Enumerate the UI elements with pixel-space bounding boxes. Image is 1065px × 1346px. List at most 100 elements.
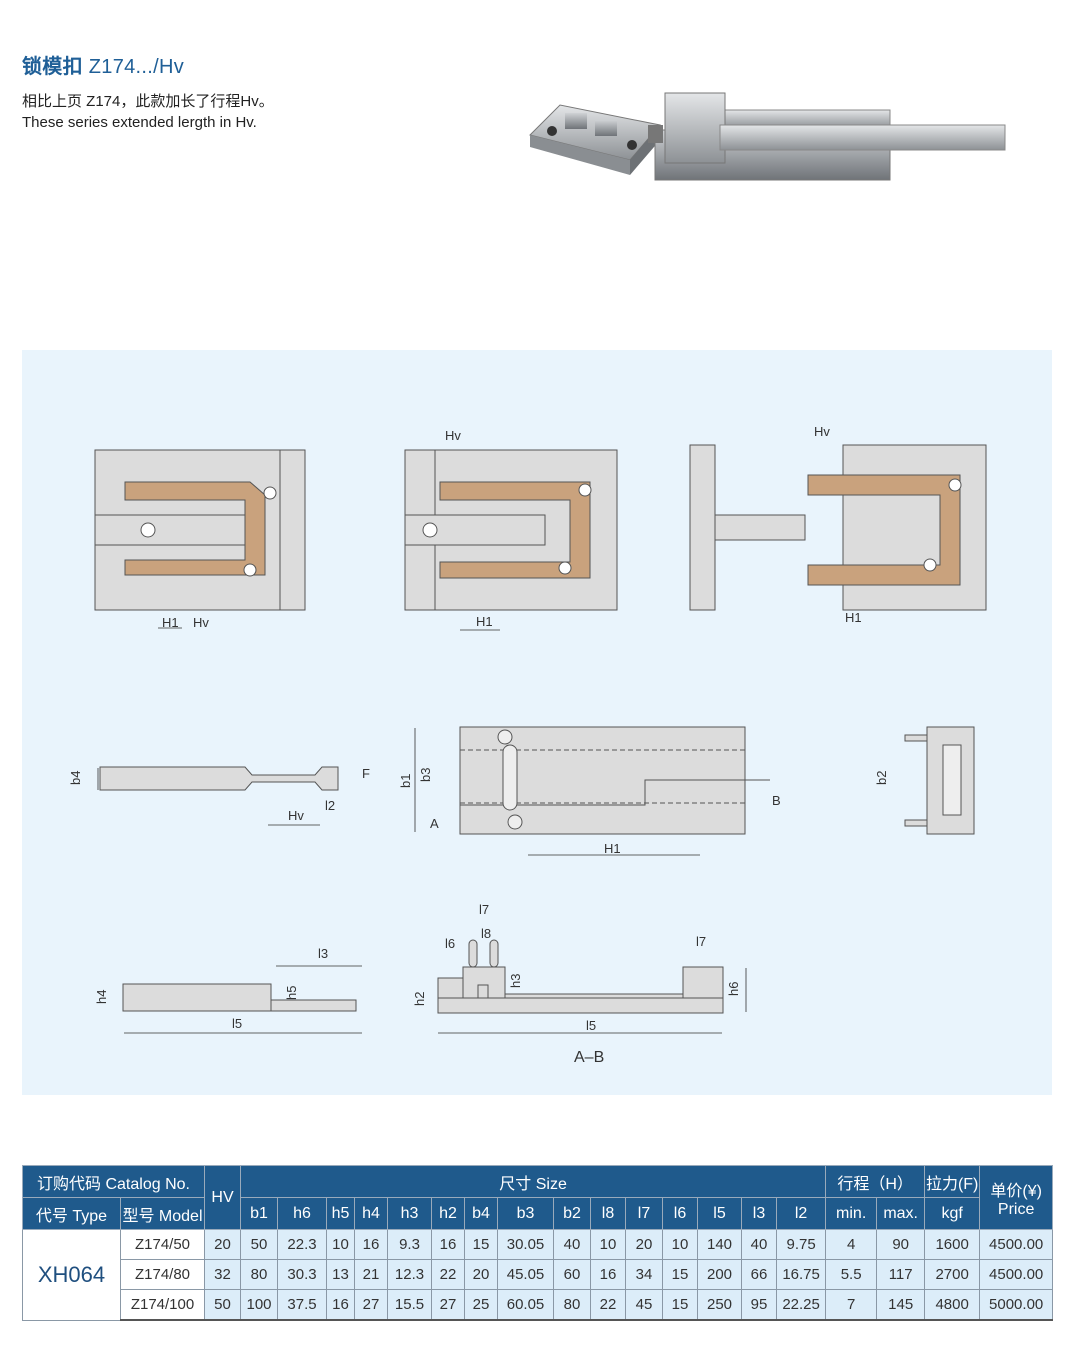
size-cell: 80	[553, 1289, 592, 1321]
label-l7-2: l7	[696, 934, 706, 949]
size-cell: 15.5	[387, 1289, 433, 1321]
label-l8: l8	[481, 926, 491, 941]
label-h1-3: H1	[845, 610, 862, 625]
size-col-header: h2	[431, 1197, 466, 1230]
dimension-lines	[97, 627, 747, 1034]
kgf-cell: 1600	[924, 1229, 981, 1260]
size-cell: 60	[553, 1259, 592, 1290]
min-cell: 7	[825, 1289, 878, 1321]
top-view-closed	[94, 449, 306, 611]
size-cell: 10	[326, 1229, 356, 1260]
force-unit-header: kgf	[924, 1197, 981, 1230]
size-cell: 50	[240, 1229, 279, 1260]
size-cell: 15	[662, 1289, 699, 1321]
max-cell: 117	[876, 1259, 926, 1290]
label-h1-4: H1	[604, 841, 621, 856]
catalog-no-header: 订购代码 Catalog No.	[21, 1165, 206, 1198]
dimension-labels: H1 Hv Hv H1 Hv H1 b4 F Hv l2 b1 b3 A B H…	[68, 424, 889, 1066]
model-cell: Z174/100	[119, 1289, 206, 1321]
size-cell: 27	[431, 1289, 466, 1321]
section-label: A–B	[574, 1049, 604, 1066]
size-col-header: l3	[741, 1197, 778, 1230]
hv-cell: 32	[204, 1259, 242, 1290]
size-cell: 16	[326, 1289, 356, 1321]
max-cell: 145	[876, 1289, 926, 1321]
subtitle-cn: 相比上页 Z174，此款加长了行程Hv。	[22, 93, 274, 110]
price-cell: 4500.00	[979, 1259, 1054, 1290]
max-cell: 90	[876, 1229, 926, 1260]
size-cell: 80	[240, 1259, 279, 1290]
size-cell: 21	[354, 1259, 389, 1290]
label-h1-2: H1	[476, 614, 493, 629]
size-col-header: b2	[553, 1197, 592, 1230]
label-hv: Hv	[193, 615, 209, 630]
size-cell: 40	[553, 1229, 592, 1260]
size-cell: 30.3	[277, 1259, 328, 1290]
label-l3: l3	[318, 946, 328, 961]
type-cell: XH064	[22, 1229, 121, 1321]
size-cell: 45	[625, 1289, 664, 1321]
size-cell: 22	[590, 1289, 627, 1321]
size-cell: 22	[431, 1259, 466, 1290]
size-cell: 15	[662, 1259, 699, 1290]
label-h1: H1	[162, 615, 179, 630]
label-h5: h5	[284, 986, 299, 1000]
price-header: 单价(¥)Price	[979, 1165, 1054, 1230]
hv-header: HV	[204, 1165, 242, 1230]
force-header: 拉力(F)	[924, 1165, 981, 1198]
label-hv-2: Hv	[445, 428, 461, 443]
type-header: 代号 Type	[22, 1197, 121, 1230]
size-cell: 15	[464, 1229, 499, 1260]
label-h3: h3	[508, 974, 523, 988]
size-col-header: b1	[240, 1197, 279, 1230]
label-a: A	[430, 816, 439, 831]
title-en: Z174.../Hv	[88, 56, 185, 78]
size-cell: 27	[354, 1289, 389, 1321]
size-cell: 22.25	[776, 1289, 827, 1321]
size-cell: 12.3	[387, 1259, 433, 1290]
size-cell: 16	[590, 1259, 627, 1290]
size-col-header: l7	[625, 1197, 664, 1230]
size-col-header: l5	[697, 1197, 743, 1230]
label-l5: l5	[232, 1016, 242, 1031]
subtitle-en: These series extended lergth in Hv.	[22, 114, 257, 131]
label-h2: h2	[412, 992, 427, 1006]
label-l2: l2	[325, 798, 335, 813]
size-cell: 60.05	[497, 1289, 555, 1321]
size-col-header: h4	[354, 1197, 389, 1230]
price-cell: 4500.00	[979, 1229, 1054, 1260]
size-cell: 16.75	[776, 1259, 827, 1290]
label-hv-3: Hv	[814, 424, 830, 439]
kgf-cell: 2700	[924, 1259, 981, 1290]
label-f: F	[362, 766, 370, 781]
size-cell: 10	[590, 1229, 627, 1260]
size-cell: 30.05	[497, 1229, 555, 1260]
label-l5-2: l5	[586, 1018, 596, 1033]
size-header: 尺寸 Size	[240, 1165, 827, 1198]
stroke-header: 行程（H）	[825, 1165, 926, 1198]
size-col-header: h6	[277, 1197, 328, 1230]
price-cell: 5000.00	[979, 1289, 1054, 1321]
size-col-header: l6	[662, 1197, 699, 1230]
label-l7: l7	[479, 902, 489, 917]
size-cell: 34	[625, 1259, 664, 1290]
size-cell: 16	[354, 1229, 389, 1260]
size-cell: 25	[464, 1289, 499, 1321]
label-b3: b3	[418, 768, 433, 782]
label-hv-4: Hv	[288, 808, 304, 823]
size-cell: 200	[697, 1259, 743, 1290]
technical-drawings: H1 Hv Hv H1 Hv H1 b4 F Hv l2 b1 b3 A B H…	[68, 424, 987, 1066]
size-col-header: h5	[326, 1197, 356, 1230]
size-cell: 22.3	[277, 1229, 328, 1260]
size-cell: 66	[741, 1259, 778, 1290]
size-cell: 250	[697, 1289, 743, 1321]
hv-cell: 50	[204, 1289, 242, 1321]
top-view-open	[404, 449, 618, 611]
size-cell: 95	[741, 1289, 778, 1321]
product-photo	[529, 92, 1006, 181]
hv-cell: 20	[204, 1229, 242, 1260]
size-cell: 100	[240, 1289, 279, 1321]
model-header: 型号 Model	[119, 1197, 206, 1230]
